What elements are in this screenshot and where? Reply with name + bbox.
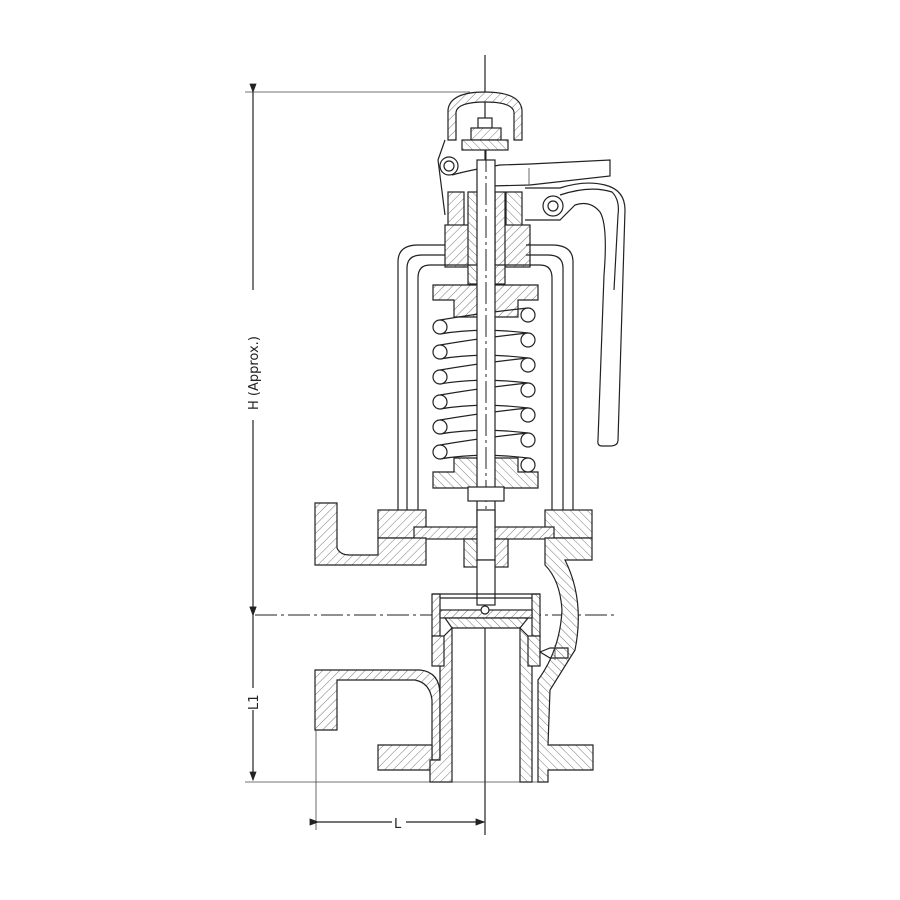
spring-coil-section bbox=[432, 369, 448, 385]
body-flange bbox=[377, 509, 593, 606]
spring-coil-section bbox=[520, 357, 536, 373]
spring-coil-section bbox=[520, 307, 536, 323]
dimension-h: H (Approx.) bbox=[244, 83, 470, 617]
spring-coil-section bbox=[520, 457, 536, 473]
spring bbox=[432, 307, 536, 473]
dimension-l1: L1 bbox=[244, 606, 545, 783]
bonnet bbox=[397, 244, 574, 510]
dimension-l: L bbox=[309, 730, 486, 832]
spring-coil-section bbox=[432, 344, 448, 360]
spring-coil-section bbox=[432, 319, 448, 335]
spring-coil-section bbox=[520, 332, 536, 348]
disc-and-nozzle bbox=[429, 593, 569, 783]
outlet-body bbox=[314, 502, 594, 783]
spring-coil-section bbox=[432, 419, 448, 435]
spring-coil-section bbox=[432, 444, 448, 460]
spring-coil-section bbox=[520, 382, 536, 398]
spring-coil-section bbox=[432, 394, 448, 410]
cap bbox=[447, 91, 523, 151]
spring-coil-section bbox=[520, 407, 536, 423]
dimension-l1-label: L1 bbox=[247, 694, 262, 710]
dimension-l-label: L bbox=[394, 817, 402, 832]
dimension-h-label: H (Approx.) bbox=[247, 336, 262, 410]
spring-coil-section bbox=[520, 432, 536, 448]
spring-assembly bbox=[432, 150, 539, 600]
